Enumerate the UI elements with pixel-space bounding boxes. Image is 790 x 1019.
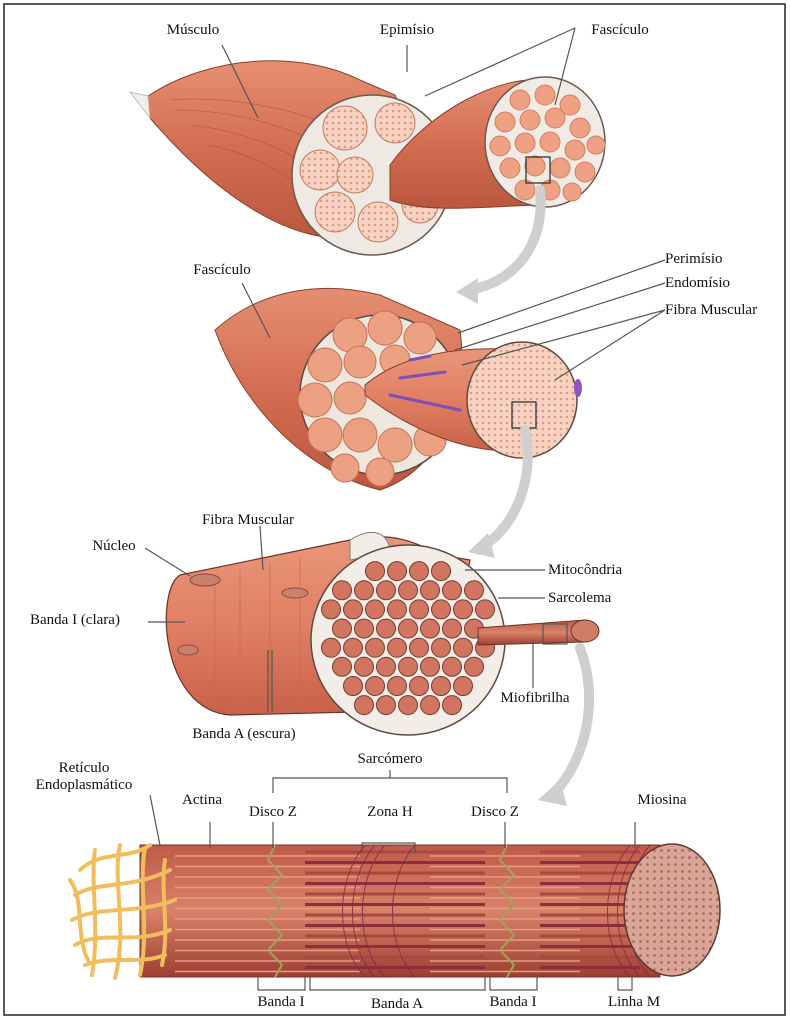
panel-3-fiber: [166, 532, 599, 735]
myofibril-cross-section-circle: [333, 619, 352, 638]
myofibril-cross-section-circle: [421, 696, 440, 715]
myofibril-cross-section-circle: [410, 638, 429, 657]
myofibril-cross-section-circle: [366, 677, 385, 696]
myofibril-cross-section-circle: [454, 677, 473, 696]
myofibril-cross-section-circle: [399, 657, 418, 676]
myofibril-cross-section-circle: [465, 581, 484, 600]
myofibril-cross-section-circle: [421, 657, 440, 676]
myofibril-cross-section-circle: [421, 619, 440, 638]
myofibril-cross-section-circle: [399, 581, 418, 600]
myofibril-cross-section-circle: [410, 600, 429, 619]
nucleus: [190, 574, 220, 586]
myofibril-cross-section-circle: [344, 677, 363, 696]
myofibril-cross-section-circle: [421, 581, 440, 600]
myofibril-cross-section-circle: [344, 638, 363, 657]
panel-4-myofibril: [70, 844, 720, 978]
myofibril-cross-section-circle: [322, 600, 341, 619]
myofibril-cross-section-circle: [355, 696, 374, 715]
myofibril-cross-section-circle: [322, 638, 341, 657]
myofibril-cross-section-circle: [443, 657, 462, 676]
myofibril-cross-section-circle: [366, 562, 385, 581]
myofibril-cross-section-circle: [366, 638, 385, 657]
myofibril-cross-section-circle: [388, 562, 407, 581]
myofibril-end-cap: [624, 844, 720, 976]
tendon: [130, 92, 150, 118]
myofibril-cross-section-circle: [476, 600, 495, 619]
myofibril-cross-section-circle: [366, 600, 385, 619]
myofibril-cross-section-circle: [399, 619, 418, 638]
myofibril-cross-section-circle: [432, 600, 451, 619]
myofibril-cross-section-circle: [377, 619, 396, 638]
arrow-3: [555, 648, 589, 792]
myofibril-cross-section-circle: [410, 677, 429, 696]
myofibril-cross-section-circle: [377, 657, 396, 676]
myofibril-cross-section-circle: [399, 696, 418, 715]
myofibril-cross-section-circle: [465, 657, 484, 676]
myofibril-cross-section-circle: [432, 677, 451, 696]
myofibril-cross-section-circle: [443, 581, 462, 600]
myofibril-cross-section-circle: [355, 619, 374, 638]
myofibril-cross-section-circle: [388, 677, 407, 696]
myofibril-cross-section-circle: [454, 638, 473, 657]
myofibril-cross-section-circle: [410, 562, 429, 581]
myofibril-cross-section-circle: [443, 696, 462, 715]
myofibril-cross-section-circle: [355, 657, 374, 676]
myofibril-cross-section-circle: [344, 600, 363, 619]
myofibril-cross-section-circle: [355, 581, 374, 600]
myofibril-cross-section-circle: [377, 696, 396, 715]
myofibril-cross-section-circle: [333, 657, 352, 676]
myofibril-cross-section-circle: [454, 600, 473, 619]
myofibril-cross-section-circle: [432, 638, 451, 657]
myofibril-cross-section-circle: [443, 619, 462, 638]
myofibril-cross-section-circle: [388, 638, 407, 657]
myofibril-cross-section-circle: [388, 600, 407, 619]
myofibril-cross-section-circle: [377, 581, 396, 600]
myofibril-cross-section-circle: [333, 581, 352, 600]
myofibril-cross-section-circle: [432, 562, 451, 581]
